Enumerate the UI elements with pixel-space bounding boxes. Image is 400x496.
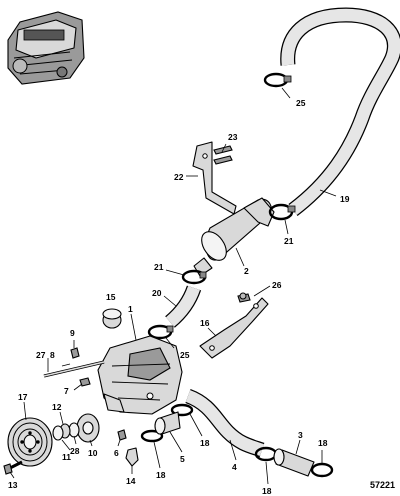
callout-3: 3 — [298, 430, 303, 440]
callout-12: 12 — [52, 402, 62, 412]
hose-5 — [154, 411, 181, 435]
callout-6: 6 — [114, 448, 119, 458]
bracket-16 — [199, 297, 269, 359]
callout-18-c: 18 — [262, 486, 272, 496]
hose-clamp-18-b — [170, 403, 194, 417]
bolt-26 — [237, 292, 251, 303]
figure-code: 57221 — [370, 480, 395, 490]
engine-thumbnail — [7, 11, 85, 85]
bracket-22 — [192, 141, 237, 215]
callout-25-top: 25 — [296, 98, 306, 108]
callout-28: 28 — [70, 446, 80, 456]
callout-2: 2 — [244, 266, 249, 276]
callout-21-left: 21 — [154, 262, 164, 272]
callout-13: 13 — [8, 480, 18, 490]
stud-8 — [43, 360, 105, 378]
pulley-17 — [7, 417, 53, 467]
callout-labels: 25 23 22 19 21 21 2 26 20 15 1 16 9 25 2… — [8, 98, 395, 496]
bolts-23 — [213, 145, 233, 165]
hose-clamp-18-a — [140, 429, 164, 443]
hose-clamp-25-top — [263, 72, 292, 88]
hose-3 — [273, 448, 315, 477]
callout-14: 14 — [126, 476, 136, 486]
hose-clamp-21-left — [181, 269, 207, 285]
water-pump-housing-1 — [97, 335, 183, 415]
hub-10 — [76, 413, 100, 443]
callout-20: 20 — [152, 288, 162, 298]
hose-clamp-18-d — [310, 462, 334, 478]
plug-15 — [102, 308, 122, 329]
callout-5: 5 — [180, 454, 185, 464]
hose-20 — [165, 285, 202, 328]
bolt-9 — [70, 347, 80, 359]
callout-27: 27 — [36, 350, 46, 360]
callout-19: 19 — [340, 194, 350, 204]
callout-7: 7 — [64, 386, 69, 396]
callout-26: 26 — [272, 280, 282, 290]
callout-18-a: 18 — [156, 470, 166, 480]
callout-4: 4 — [232, 462, 237, 472]
callout-23: 23 — [228, 132, 238, 142]
fitting-6 — [117, 429, 127, 441]
callout-18-b: 18 — [200, 438, 210, 448]
fitting-14 — [125, 447, 139, 467]
callout-16: 16 — [200, 318, 210, 328]
callout-15: 15 — [106, 292, 116, 302]
callout-18-d: 18 — [318, 438, 328, 448]
callout-17: 17 — [18, 392, 28, 402]
hose-4 — [185, 388, 265, 458]
callout-25-mid: 25 — [180, 350, 190, 360]
callout-22: 22 — [174, 172, 184, 182]
seal-11 — [52, 425, 64, 441]
callout-1: 1 — [128, 304, 133, 314]
callout-11: 11 — [62, 452, 71, 462]
callout-21-right: 21 — [284, 236, 294, 246]
leader-lines — [9, 87, 337, 485]
hose-clamp-25-mid — [147, 324, 174, 340]
hose-clamp-21-right — [268, 203, 296, 221]
callout-10: 10 — [88, 448, 98, 458]
bolt-13 — [3, 460, 23, 475]
callout-9: 9 — [70, 328, 75, 338]
callout-8: 8 — [50, 350, 55, 360]
coolant-hose-19 — [280, 7, 400, 216]
